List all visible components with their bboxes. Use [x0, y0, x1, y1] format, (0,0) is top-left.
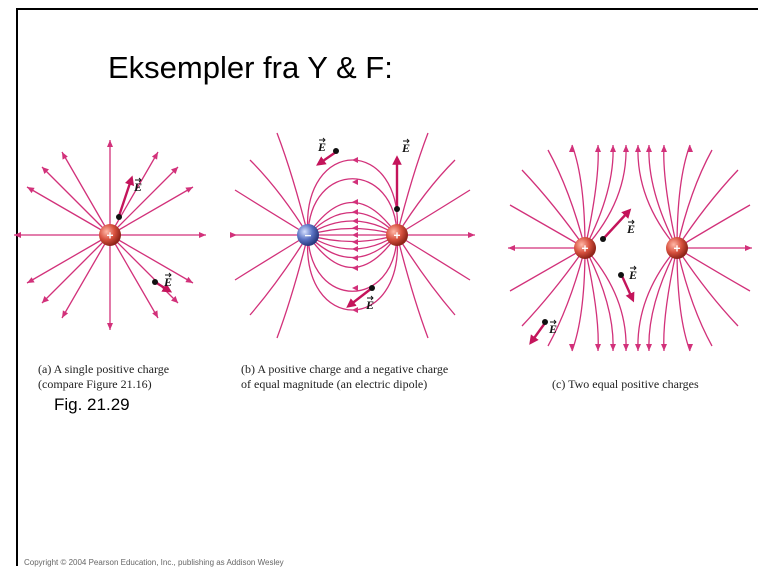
- vector-arrow-icon: [628, 219, 635, 225]
- panel-b-vector-label: E: [401, 141, 410, 155]
- caption-line: (b) A positive charge and a negative cha…: [241, 362, 449, 376]
- vector-arrow-icon: [367, 295, 374, 301]
- positive-charge: [386, 224, 408, 246]
- charge-sign: +: [106, 229, 113, 243]
- panel-b-vector-label: E: [317, 140, 326, 154]
- panel-c-vector-label: E: [548, 322, 557, 336]
- charge-sign: +: [393, 229, 400, 243]
- panel-a-vector-label: E: [133, 180, 142, 194]
- copyright-notice: Copyright © 2004 Pearson Education, Inc.…: [24, 558, 284, 567]
- positive-charge: [666, 237, 688, 259]
- vector-arrow-icon: [135, 177, 142, 183]
- panel-b-caption: (b) A positive charge and a negative cha…: [241, 362, 448, 392]
- negative-charge: [297, 224, 319, 246]
- vector-arrow-icon: [630, 265, 637, 271]
- panel-a-field-lines: E E +: [14, 140, 206, 330]
- slide-border-left: [16, 8, 18, 566]
- positive-charge: [574, 237, 596, 259]
- vector-arrow-icon: [319, 137, 326, 143]
- panel-b-vector-label: E: [365, 298, 374, 312]
- panel-c-vector-label: E: [628, 268, 637, 282]
- caption-line: (a) A single positive charge: [38, 362, 170, 376]
- caption-line: (c) Two equal positive charges: [552, 377, 699, 391]
- slide-border-top: [16, 8, 758, 10]
- panel-a-vector-label: E: [163, 275, 172, 289]
- caption-line: (compare Figure 21.16): [38, 377, 152, 391]
- vector-arrow-icon: [550, 319, 557, 325]
- caption-line: of equal magnitude (an electric dipole): [241, 377, 428, 391]
- figure-label: Fig. 21.29: [54, 395, 130, 414]
- vector-arrow-icon: [165, 272, 172, 278]
- charge-sign: +: [673, 242, 680, 256]
- charge-sign: −: [304, 229, 311, 243]
- positive-charge: [99, 224, 121, 246]
- slide-title: Eksempler fra Y & F:: [108, 50, 393, 85]
- charge-sign: +: [581, 242, 588, 256]
- panel-c-field-lines: E E E + +: [508, 144, 752, 352]
- panel-a-caption: (a) A single positive charge (compare Fi…: [38, 362, 169, 392]
- panel-c-caption: (c) Two equal positive charges: [552, 377, 699, 392]
- vector-arrow-icon: [403, 138, 410, 144]
- panel-c-vector-label: E: [626, 222, 635, 236]
- panel-b-field-lines: E E E − +: [230, 132, 475, 339]
